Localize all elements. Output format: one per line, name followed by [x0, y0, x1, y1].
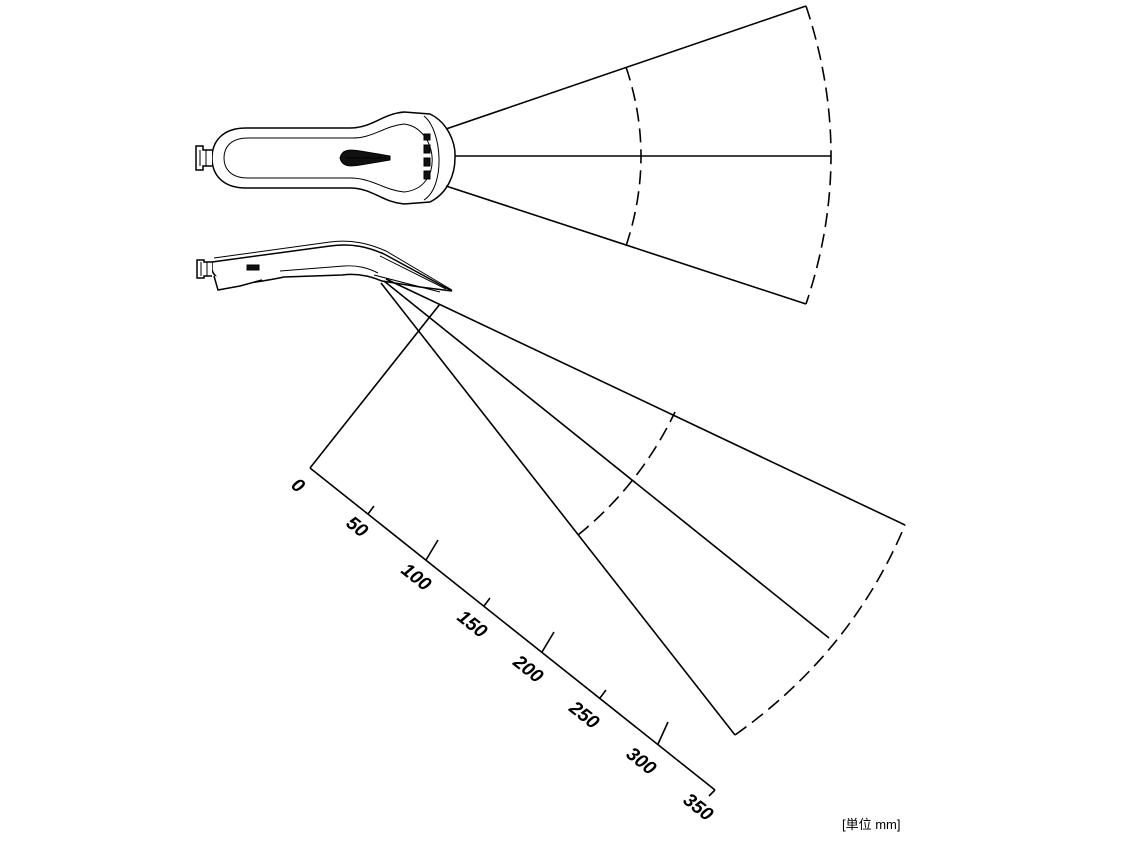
scale-label-100: 100: [397, 559, 435, 595]
scale-label-350: 350: [679, 789, 717, 825]
scale-tick-200: [541, 631, 555, 653]
scanner-side-lower-line: [279, 265, 379, 274]
scale-reference-line: [309, 303, 441, 469]
scan-window-mark-1: [423, 133, 431, 141]
top-cable-connector-ribs: [199, 150, 207, 166]
side-cable-connector-ribs: [200, 262, 208, 276]
scanner-side-view: [196, 240, 453, 293]
scale-label-200: 200: [508, 651, 547, 688]
scale-label-150: 150: [453, 606, 491, 642]
side-fan-center-line: [383, 280, 830, 639]
side-fan-upper-edge: [385, 278, 906, 526]
scanner-top-head-edge: [423, 115, 440, 201]
scale-label-250: 250: [564, 697, 603, 734]
scanner-side-window-line: [373, 274, 441, 293]
top-fan-far-arc: [805, 5, 832, 305]
scale-tick-100: [425, 539, 439, 561]
scanner-side-head-line: [379, 255, 447, 290]
scale-tick-350: [708, 789, 716, 797]
side-scan-fan: [380, 278, 906, 736]
scale-axis: [309, 467, 716, 791]
scale-label-50: 50: [342, 512, 372, 542]
scanner-top-view: [195, 111, 456, 205]
scale-tick-250: [599, 689, 607, 699]
scale-tick-150: [483, 597, 491, 607]
scan-window-mark-4: [423, 170, 431, 180]
scanner-side-top-edge: [213, 240, 453, 291]
side-fan-lower-edge: [380, 282, 736, 736]
scale-tick-300: [657, 721, 669, 745]
scanner-top-inner-outline: [223, 123, 433, 193]
scale-label-300: 300: [622, 743, 660, 779]
top-cable-connector: [195, 145, 212, 171]
scale-tick-50: [367, 505, 375, 515]
top-scan-fan: [445, 5, 832, 305]
side-cable-connector: [196, 259, 212, 279]
distance-scale: 0 50 100 150 200 250 300 350: [287, 303, 717, 826]
scale-label-0: 0: [287, 474, 309, 497]
scanner-side-handle-foot: [213, 275, 263, 291]
scanner-top-body: [211, 111, 456, 205]
side-fan-near-arc: [577, 411, 676, 536]
side-button: [246, 264, 260, 271]
side-fan-far-arc: [734, 524, 906, 736]
scan-window-mark-3: [423, 157, 431, 167]
scan-window-mark-2: [423, 144, 431, 154]
unit-label: [単位 mm]: [842, 817, 901, 832]
top-fan-near-arc: [625, 66, 642, 247]
